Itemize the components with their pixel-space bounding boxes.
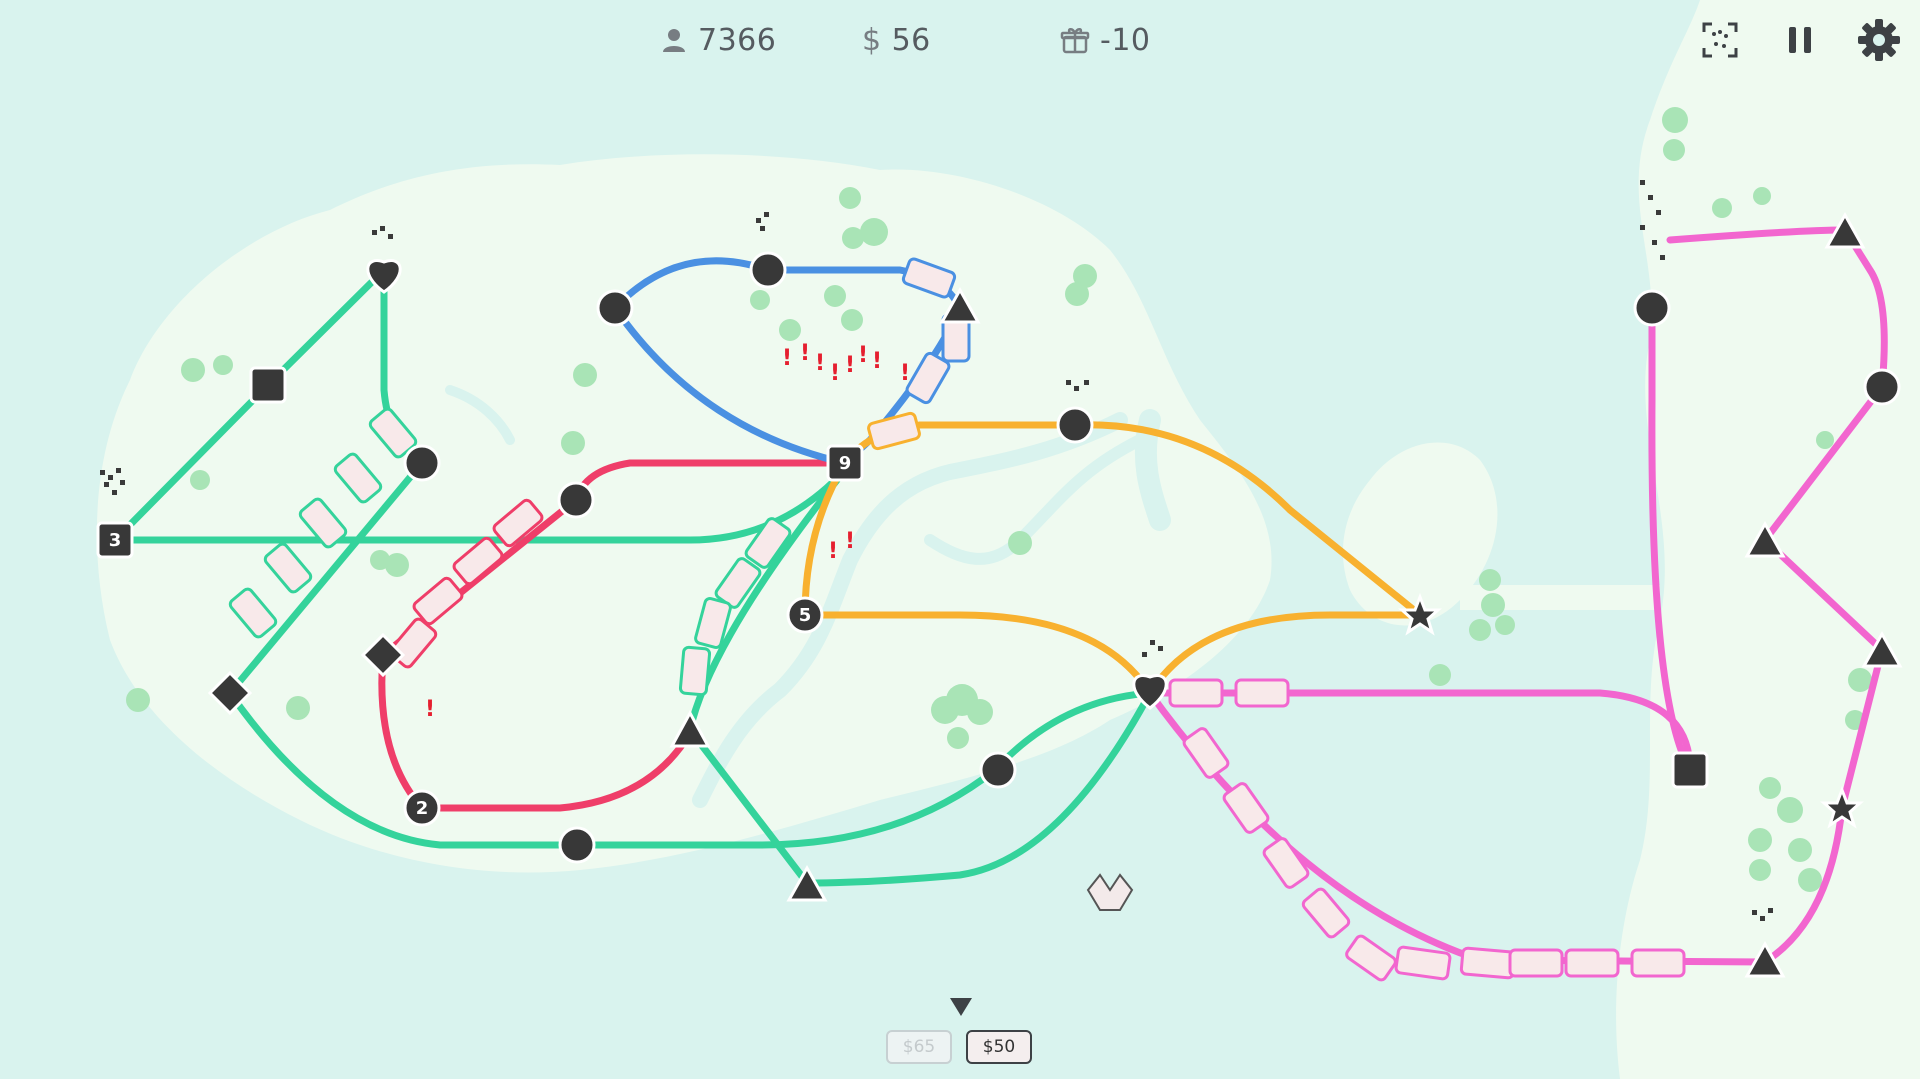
station-circle-d[interactable] [749, 251, 787, 289]
station-circle-5[interactable] [786, 596, 824, 634]
money-counter: $ 56 [862, 18, 931, 62]
svg-text:!: ! [900, 361, 910, 386]
station-triangle-ne[interactable] [1824, 211, 1866, 249]
station-circle-2[interactable] [403, 789, 441, 827]
gift-counter: -10 [1060, 18, 1151, 62]
buy-option-active[interactable]: $50 [966, 1030, 1032, 1064]
station-circle-f[interactable] [558, 826, 596, 864]
river-west [445, 385, 515, 445]
river-main [692, 412, 1128, 808]
gift-icon [1060, 28, 1090, 54]
passenger-clusters [100, 180, 1773, 921]
station-circle-e[interactable] [1056, 406, 1094, 444]
svg-text:!: ! [845, 353, 855, 378]
passenger-count: 7366 [698, 22, 777, 58]
station-circle-b[interactable] [557, 481, 595, 519]
buy-option-disabled[interactable]: $65 [886, 1030, 952, 1064]
station-triangle-c[interactable] [669, 709, 711, 748]
station-layer[interactable] [96, 211, 1903, 978]
fit-view-icon[interactable] [1696, 16, 1744, 64]
station-heart-c[interactable] [1132, 674, 1168, 710]
station-diamond-w[interactable] [207, 670, 253, 716]
main-island [96, 154, 1272, 873]
svg-text:!: ! [828, 539, 838, 564]
station-circle-a[interactable] [403, 444, 441, 482]
svg-text:!: ! [782, 346, 792, 371]
svg-text:!: ! [800, 341, 810, 366]
overcrowd-marks: !!! !!! !!! !! [425, 341, 910, 722]
station-circle-g[interactable] [979, 751, 1017, 789]
svg-text:!: ! [845, 529, 855, 554]
land-bridge [1460, 585, 1660, 610]
station-triangle-n[interactable] [939, 286, 981, 324]
svg-text:!: ! [425, 697, 435, 722]
dollar-icon: $ [862, 22, 882, 58]
label-central: 5 [799, 605, 812, 626]
pause-icon[interactable] [1776, 16, 1824, 64]
gift-amount: -10 [1100, 22, 1151, 58]
svg-text:!: ! [872, 349, 882, 374]
station-square-9[interactable] [826, 444, 864, 482]
tree-layer [126, 107, 1872, 892]
gear-icon[interactable] [1855, 16, 1903, 64]
station-star-e[interactable] [1398, 592, 1442, 636]
loose-carriage-icon[interactable] [1086, 873, 1134, 911]
station-square-e[interactable] [1671, 751, 1709, 789]
station-triangle-s[interactable] [786, 864, 828, 902]
station-circle-c[interactable] [596, 289, 634, 327]
svg-text:!: ! [830, 361, 840, 386]
svg-text:!: ! [858, 343, 868, 368]
station-circle-far-e[interactable] [1863, 368, 1901, 406]
station-labels: 9 3 2 5 [109, 453, 852, 819]
label-hub: 9 [839, 453, 852, 474]
svg-text:!: ! [815, 351, 825, 376]
train-layer [228, 257, 1686, 982]
passenger-counter: 7366 [660, 18, 776, 62]
station-triangle-mid-e[interactable] [1744, 520, 1786, 558]
label-left: 3 [109, 530, 122, 551]
chevron-down-icon [950, 998, 972, 1016]
station-heart-nw[interactable] [366, 259, 402, 294]
station-circle-ne[interactable] [1633, 289, 1671, 327]
station-diamond-c[interactable] [360, 632, 406, 678]
person-icon [663, 29, 685, 52]
label-south: 2 [416, 798, 429, 819]
station-square-w[interactable] [249, 366, 287, 404]
station-triangle-far-e[interactable] [1861, 630, 1903, 668]
station-triangle-se[interactable] [1744, 940, 1786, 978]
land-layer [96, 0, 1920, 1079]
station-square-3[interactable] [96, 521, 134, 559]
station-star-se[interactable] [1820, 785, 1864, 829]
money-amount: 56 [891, 22, 931, 58]
